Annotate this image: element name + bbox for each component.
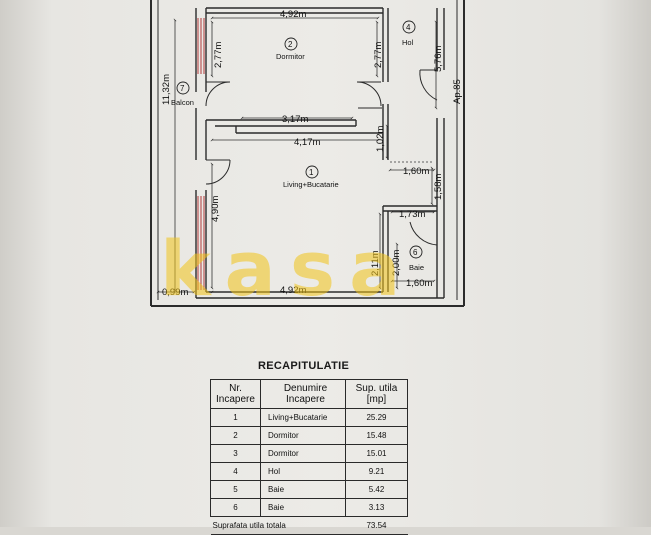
cell-name: Baie	[260, 498, 346, 517]
table-row: 3 Dormitor 15.01	[210, 444, 408, 463]
cell-area: 3.13	[345, 498, 408, 517]
cell-number: 4	[210, 462, 261, 481]
cell-name: Hol	[260, 462, 346, 481]
dim-balcony-width: 0,99m	[162, 287, 188, 298]
header-room-number: Nr.Incapere	[210, 379, 261, 409]
cell-name: Dormitor	[260, 444, 346, 463]
watermark-logo: kasa	[160, 224, 414, 313]
cell-name: Dormitor	[260, 426, 346, 445]
room-marker-1: 1 Living+Bucatarie	[283, 165, 339, 189]
cell-area: 5.42	[345, 480, 408, 499]
outer-boundary	[150, 0, 465, 307]
cell-name: Living+Bucatarie	[260, 408, 346, 427]
dim-bedroom-right-height: 2,77m	[373, 42, 384, 68]
room-number: 7	[180, 84, 185, 93]
windows	[197, 18, 205, 290]
dim-hall-nook-height: 1,02m	[375, 126, 386, 152]
cell-name: Baie	[260, 480, 346, 499]
dim-bath-left-height: 2,11m	[370, 250, 381, 276]
dim-bath-top-width: 1,73m	[399, 209, 425, 220]
dim-hall-height: 5,76m	[433, 46, 444, 72]
dim-bath-inner-height: 2,00m	[391, 250, 402, 276]
room-label: Dormitor	[276, 52, 305, 61]
dimension-lines	[156, 16, 438, 294]
room-marker-6: 6 Baie	[409, 245, 424, 272]
cell-number: 6	[210, 498, 261, 517]
cell-area: 9.21	[345, 462, 408, 481]
total-label: Suprafata utila totala	[210, 516, 346, 535]
room-number: 2	[288, 40, 293, 49]
cell-number: 1	[210, 408, 261, 427]
recap-title: RECAPITULATIE	[258, 360, 350, 372]
dim-mid-width-lower: 4,17m	[294, 137, 320, 148]
room-marker-4: 4 Hol	[402, 20, 416, 47]
table-row: 1 Living+Bucatarie 25.29	[210, 408, 408, 427]
door-swings	[205, 69, 438, 246]
room-label: Balcon	[171, 98, 194, 107]
dim-hall-nook-width: 1,60m	[403, 166, 429, 177]
dim-bath-bottom-width: 1,60m	[406, 278, 432, 289]
dim-hall-lower-height: 1,58m	[433, 174, 444, 200]
dim-total-height: 11,32m	[161, 74, 172, 105]
dim-bedroom-left-height: 2,77m	[213, 42, 224, 68]
dim-mid-width-upper: 3,17m	[282, 114, 308, 125]
room-marker-2: 2 Dormitor	[276, 37, 305, 61]
dim-top-width: 4,92m	[280, 9, 306, 20]
cell-number: 3	[210, 444, 261, 463]
cell-area: 15.01	[345, 444, 408, 463]
cell-number: 5	[210, 480, 261, 499]
table-row: 4 Hol 9.21	[210, 462, 408, 481]
cell-number: 2	[210, 426, 261, 445]
room-number: 1	[309, 168, 314, 177]
room-label: Living+Bucatarie	[283, 180, 339, 189]
total-value: 73.54	[345, 516, 408, 535]
header-area: Sup. utila[mp]	[345, 379, 408, 409]
table-row: 2 Dormitor 15.48	[210, 426, 408, 445]
room-label: Baie	[409, 263, 424, 272]
cell-area: 15.48	[345, 426, 408, 445]
table-row: 6 Baie 3.13	[210, 498, 408, 517]
table-row: 5 Baie 5.42	[210, 480, 408, 499]
room-number: 4	[406, 23, 411, 32]
dim-bottom-width: 4,92m	[280, 285, 306, 296]
dim-living-left-height: 4,90m	[210, 196, 221, 222]
table-total-row: Suprafata utila totala 73.54	[210, 516, 408, 535]
room-label: Hol	[402, 38, 414, 47]
cell-area: 25.29	[345, 408, 408, 427]
walls	[195, 7, 445, 299]
room-number: 6	[413, 248, 418, 257]
dim-apartment-door: Ap.85	[452, 79, 463, 104]
room-marker-7: 7 Balcon	[171, 81, 194, 107]
